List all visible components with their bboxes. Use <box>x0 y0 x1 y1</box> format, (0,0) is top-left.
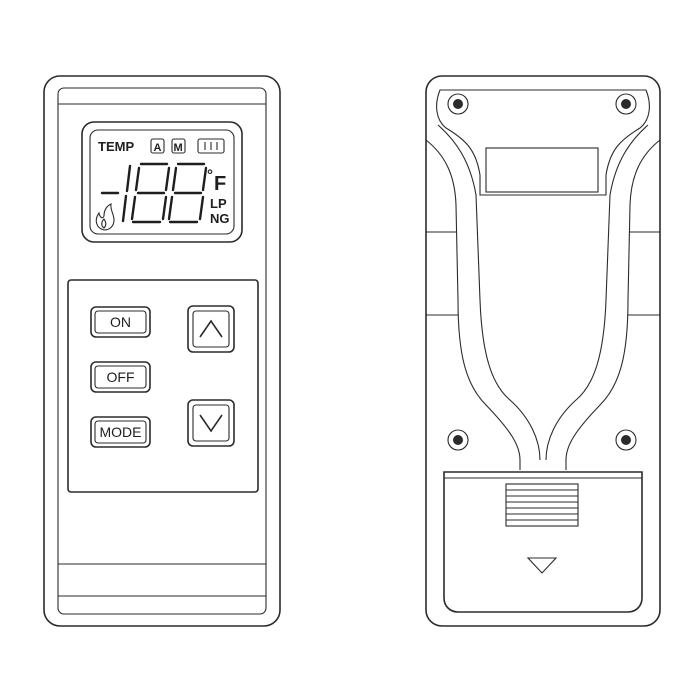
back-grip-right-outer <box>565 139 661 470</box>
lcd-indicator-a-box <box>150 138 165 154</box>
remote-front-inner-frame <box>57 87 267 615</box>
lcd-unit: F <box>214 173 226 195</box>
down-button[interactable] <box>187 399 235 447</box>
mode-button-label: MODE <box>100 424 142 440</box>
back-grip-right-inner <box>545 124 649 461</box>
screw-icon <box>447 93 469 115</box>
battery-cover[interactable] <box>443 471 643 613</box>
lcd-fuel-lp: LP <box>210 196 227 211</box>
lcd-digit-1 <box>121 164 132 223</box>
screw-icon <box>447 429 469 451</box>
chevron-up-icon <box>199 319 223 338</box>
lcd-degree: ° <box>207 167 213 184</box>
lcd-fuel-ng: NG <box>210 211 230 226</box>
lcd-display: TEMP A M ° <box>81 121 243 243</box>
lcd-bezel <box>81 121 243 243</box>
lcd-indicator-a: A <box>154 142 162 154</box>
lcd-indicator-m: M <box>174 142 183 154</box>
remote-front: TEMP A M ° <box>43 75 281 627</box>
screw-icon <box>615 93 637 115</box>
off-button-label: OFF <box>107 369 135 385</box>
button-panel <box>67 279 259 493</box>
lcd-digit-8a <box>130 162 171 224</box>
off-button[interactable]: OFF <box>90 361 151 393</box>
grip-ridges-icon <box>505 483 579 527</box>
back-label-window <box>485 147 599 193</box>
mode-button[interactable]: MODE <box>90 416 151 448</box>
up-button[interactable] <box>187 305 235 353</box>
remote-back-body <box>425 75 661 627</box>
chevron-down-icon <box>199 414 223 433</box>
back-top-recess <box>436 89 650 196</box>
lcd-screen <box>89 129 235 235</box>
flame-icon <box>95 203 115 231</box>
triangle-down-icon <box>526 557 558 574</box>
lcd-indicator-m-box <box>171 138 186 154</box>
lcd-digits <box>100 162 208 224</box>
back-grip-left-inner <box>437 124 541 461</box>
remote-front-body <box>43 75 281 627</box>
screw-icon <box>615 429 637 451</box>
back-grip-left-outer <box>425 139 521 470</box>
lcd-digit-8b <box>167 162 208 224</box>
on-button-label: ON <box>110 314 131 330</box>
battery-icon <box>197 138 225 154</box>
on-button[interactable]: ON <box>90 306 151 338</box>
lcd-temp-label: TEMP <box>98 139 134 154</box>
remote-back <box>425 75 661 627</box>
